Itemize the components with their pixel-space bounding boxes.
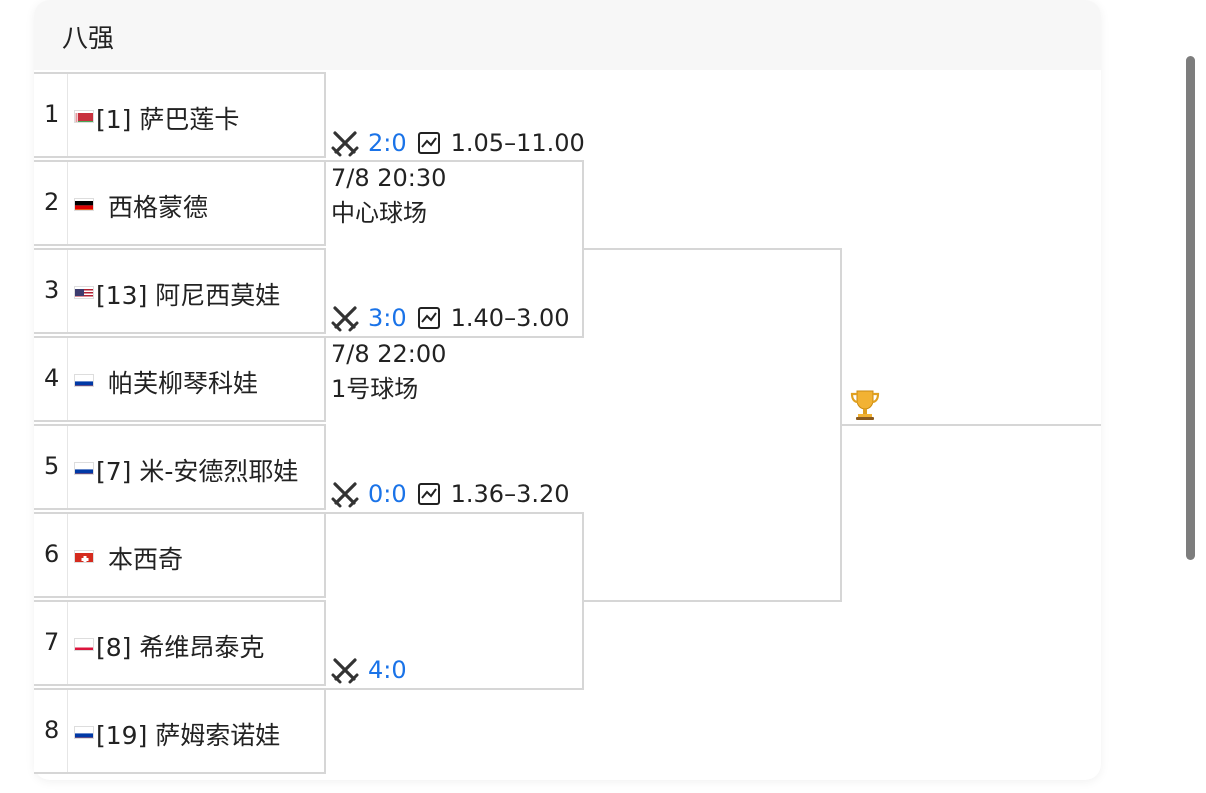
flag-poland-icon [74,638,94,651]
player-number: 4 [44,364,60,392]
match-score-row[interactable]: 0:0 1.36–3.20 [330,479,570,509]
match-score[interactable]: 3:0 [368,304,407,332]
bracket-line [584,600,842,602]
bracket-line [582,160,584,338]
flag-russia-icon [74,462,94,475]
flag-germany-icon [74,198,94,211]
flag-belarus-icon [74,110,94,123]
divider [67,426,68,508]
match-info: 7/8 20:30 中心球场 [331,161,446,231]
player-name: [8] 希维昂泰克 [96,633,265,662]
match-score[interactable]: 4:0 [368,656,407,684]
player-number: 3 [44,276,60,304]
player-name: 本西奇 [108,545,184,574]
player-slot[interactable]: 5 [7] 米-安德烈耶娃 [34,424,326,510]
match-odds: 1.36–3.20 [450,480,570,508]
match-time: 7/8 22:00 [331,340,447,368]
player-slot[interactable]: 1 [1] 萨巴莲卡 [34,72,326,158]
flag-switzerland-icon [74,550,94,563]
player-name: [7] 米-安德烈耶娃 [96,457,299,486]
match-time: 7/8 20:30 [331,164,447,192]
match-score-row[interactable]: 4:0 [330,655,417,685]
player-slot[interactable]: 4 帕芙柳琴科娃 [34,336,326,422]
match-score[interactable]: 0:0 [368,480,407,508]
player-name: 帕芙柳琴科娃 [108,369,259,398]
chart-icon[interactable] [417,131,441,155]
divider [67,602,68,684]
card-header: 八强 [34,0,1101,70]
match-odds: 1.40–3.00 [450,304,570,332]
chart-icon[interactable] [417,482,441,506]
player-number: 6 [44,540,60,568]
player-slot[interactable]: 2 西格蒙德 [34,160,326,246]
crossed-swords-icon [331,658,359,684]
player-number: 2 [44,188,60,216]
section-title: 八强 [62,24,115,54]
chart-icon[interactable] [417,306,441,330]
divider [67,74,68,156]
player-slot[interactable]: 7 [8] 希维昂泰克 [34,600,326,686]
player-name: [13] 阿尼西莫娃 [96,281,281,310]
player-number: 8 [44,716,60,744]
match-score-row[interactable]: 3:0 1.40–3.00 [330,303,570,333]
flag-russia-icon [74,726,94,739]
player-number: 7 [44,628,60,656]
bracket-line [842,424,1101,426]
scrollbar[interactable] [1186,56,1195,560]
match-info: 7/8 22:00 1号球场 [331,337,446,407]
flag-russia-icon [74,374,94,387]
trophy-icon [850,390,880,420]
flag-usa-icon [74,286,94,299]
bracket-line [326,688,584,690]
bracket-line [582,512,584,690]
match-score-row[interactable]: 2:0 1.05–11.00 [330,128,585,158]
player-slot[interactable]: 8 [19] 萨姆索诺娃 [34,688,326,774]
divider [67,338,68,420]
bracket-line [326,512,584,514]
player-number: 1 [44,100,60,128]
player-name: [19] 萨姆索诺娃 [96,721,281,750]
player-number: 5 [44,452,60,480]
crossed-swords-icon [331,482,359,508]
bracket-line [326,160,584,162]
match-score[interactable]: 2:0 [368,129,407,157]
divider [67,250,68,332]
match-court: 中心球场 [331,199,427,227]
bracket-line [584,248,842,250]
crossed-swords-icon [331,306,359,332]
bracket-line [840,248,842,602]
player-slot[interactable]: 3 [13] 阿尼西莫娃 [34,248,326,334]
match-court: 1号球场 [331,375,419,403]
divider [67,514,68,596]
player-name: 西格蒙德 [108,193,209,222]
player-slot[interactable]: 6 本西奇 [34,512,326,598]
divider [67,690,68,772]
crossed-swords-icon [331,131,359,157]
match-odds: 1.05–11.00 [450,129,585,157]
player-name: [1] 萨巴莲卡 [96,105,240,134]
bracket-line [326,336,584,338]
divider [67,162,68,244]
